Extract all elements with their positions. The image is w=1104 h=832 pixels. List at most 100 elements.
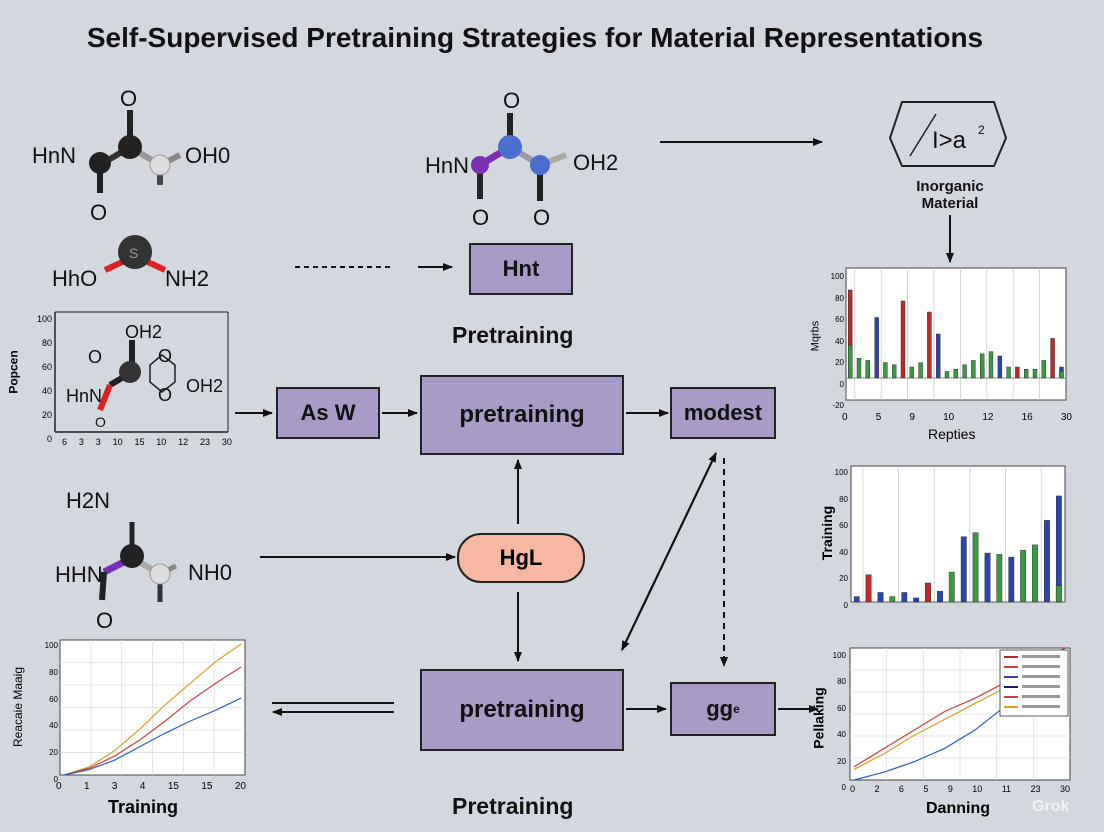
bottom-left-chart-plot xyxy=(59,639,246,776)
bar xyxy=(960,536,967,603)
xtick: 1 xyxy=(83,781,90,792)
molecule-4-ring-o1: O xyxy=(158,346,173,366)
molecule-3-left: HnN xyxy=(425,153,470,178)
xtick: 10 xyxy=(943,412,955,423)
molecule-3-bottom-o: O xyxy=(472,205,490,230)
top-right-xticks: 0 5 9 10 12 16 30 xyxy=(842,412,1072,423)
ytick: 40 xyxy=(41,386,52,396)
mid-right-chart-plot xyxy=(850,465,1066,603)
molecule-5-top: H2N xyxy=(66,488,111,513)
bar xyxy=(1008,556,1015,603)
xtick: 3 xyxy=(78,437,84,447)
bar xyxy=(988,351,994,379)
xtick: 23 xyxy=(200,437,211,447)
ytick: 60 xyxy=(839,521,848,531)
molecule-3-bonds xyxy=(471,113,568,201)
left-chart-xticks: 6 3 3 10 15 10 12 23 30 xyxy=(62,437,232,447)
ytick: 60 xyxy=(49,694,58,704)
ytick: 100 xyxy=(36,314,52,324)
left-axes-frame xyxy=(54,311,229,433)
legend-entry xyxy=(1022,705,1060,708)
as-w-box: As W xyxy=(276,387,380,439)
bar xyxy=(1055,585,1062,603)
bar xyxy=(865,574,872,603)
ytick: 80 xyxy=(837,677,846,687)
molecule-5-left: HHN xyxy=(55,562,103,587)
bottom-left-xlabel: Training xyxy=(108,797,179,817)
inorganic-label: Inorganic Material xyxy=(895,178,1005,212)
ytick: 80 xyxy=(839,494,848,504)
xtick: 10 xyxy=(972,784,983,794)
bar xyxy=(979,353,985,379)
molecule-5-right: NH0 xyxy=(188,560,233,585)
xtick: 2 xyxy=(874,784,880,794)
ytick: 0 xyxy=(53,774,58,784)
xtick: 10 xyxy=(156,437,167,447)
bar xyxy=(891,364,897,379)
legend-entry xyxy=(1022,665,1060,668)
bar xyxy=(901,592,908,603)
legend-entry xyxy=(1022,695,1060,698)
molecule-4-left: HnN xyxy=(66,386,103,406)
bar xyxy=(1023,368,1029,379)
bar xyxy=(948,571,955,603)
bottom-left-ylabel: Reacaie Maaig xyxy=(11,666,26,748)
pretraining-box-middle: pretraining xyxy=(420,375,624,455)
bar xyxy=(953,368,958,379)
bar xyxy=(937,590,943,603)
molecule-1-bonds xyxy=(89,110,182,193)
left-chart-yticks: 100 80 60 40 20 0 xyxy=(36,307,52,451)
xtick: 6 xyxy=(898,784,904,794)
ytick: 80 xyxy=(835,293,844,303)
bar xyxy=(848,344,853,379)
bar xyxy=(874,317,879,379)
ytick: 20 xyxy=(49,748,58,758)
xtick: 12 xyxy=(982,412,994,423)
xtick: 4 xyxy=(139,781,146,792)
top-right-ylabel: Mqrbs xyxy=(809,320,822,352)
bar xyxy=(1006,366,1011,379)
modest-box: modest xyxy=(670,387,776,439)
legend-entry xyxy=(1022,685,1060,688)
bar xyxy=(927,311,932,379)
ytick: 40 xyxy=(49,721,58,731)
molecule-4-top: OH2 xyxy=(125,322,163,342)
bar xyxy=(856,357,862,379)
molecule-2-bonds: S xyxy=(103,235,167,273)
gg-superscript: e xyxy=(733,702,740,716)
diagram-title: Self-Supervised Pretraining Strategies f… xyxy=(86,22,984,53)
bar xyxy=(944,371,950,379)
bar xyxy=(1032,368,1038,379)
bar xyxy=(909,366,914,379)
xtick: 5 xyxy=(923,784,929,794)
molecule-2-left: HhO xyxy=(52,266,98,291)
xtick: 16 xyxy=(1021,412,1033,423)
hgl-node: HgL xyxy=(457,533,585,583)
molecule-3-right: OH2 xyxy=(573,150,619,175)
xtick: 30 xyxy=(1059,784,1070,794)
bottom-right-xticks: 0 2 6 5 9 10 11 23 30 xyxy=(850,784,1070,794)
bar xyxy=(1044,520,1050,603)
watermark-text: Grok xyxy=(1032,798,1070,815)
left-chart-ylabel: Popcen xyxy=(6,350,21,394)
bar xyxy=(997,355,1003,379)
xtick: 15 xyxy=(134,437,145,447)
bottom-right-ylabel: Pellaking xyxy=(810,687,827,749)
hnt-box: Hnt xyxy=(469,243,573,295)
molecule-1-right: OH0 xyxy=(185,143,231,168)
ytick: 0 xyxy=(841,783,846,793)
xtick: 30 xyxy=(1060,412,1072,423)
molecule-4-right: OH2 xyxy=(186,376,224,396)
bar xyxy=(918,362,923,379)
ytick: 20 xyxy=(835,358,844,367)
bar xyxy=(1041,360,1046,379)
molecule-1-bottom-o: O xyxy=(90,200,108,225)
ytick: 100 xyxy=(832,651,846,660)
bar xyxy=(996,554,1003,603)
pretraining-label-lower: Pretraining xyxy=(452,793,574,819)
bottom-right-yticks: 100 80 60 40 20 0 xyxy=(828,643,846,801)
bar xyxy=(984,552,991,603)
inorganic-line-2: Material xyxy=(921,195,979,212)
xtick: 9 xyxy=(947,784,953,794)
